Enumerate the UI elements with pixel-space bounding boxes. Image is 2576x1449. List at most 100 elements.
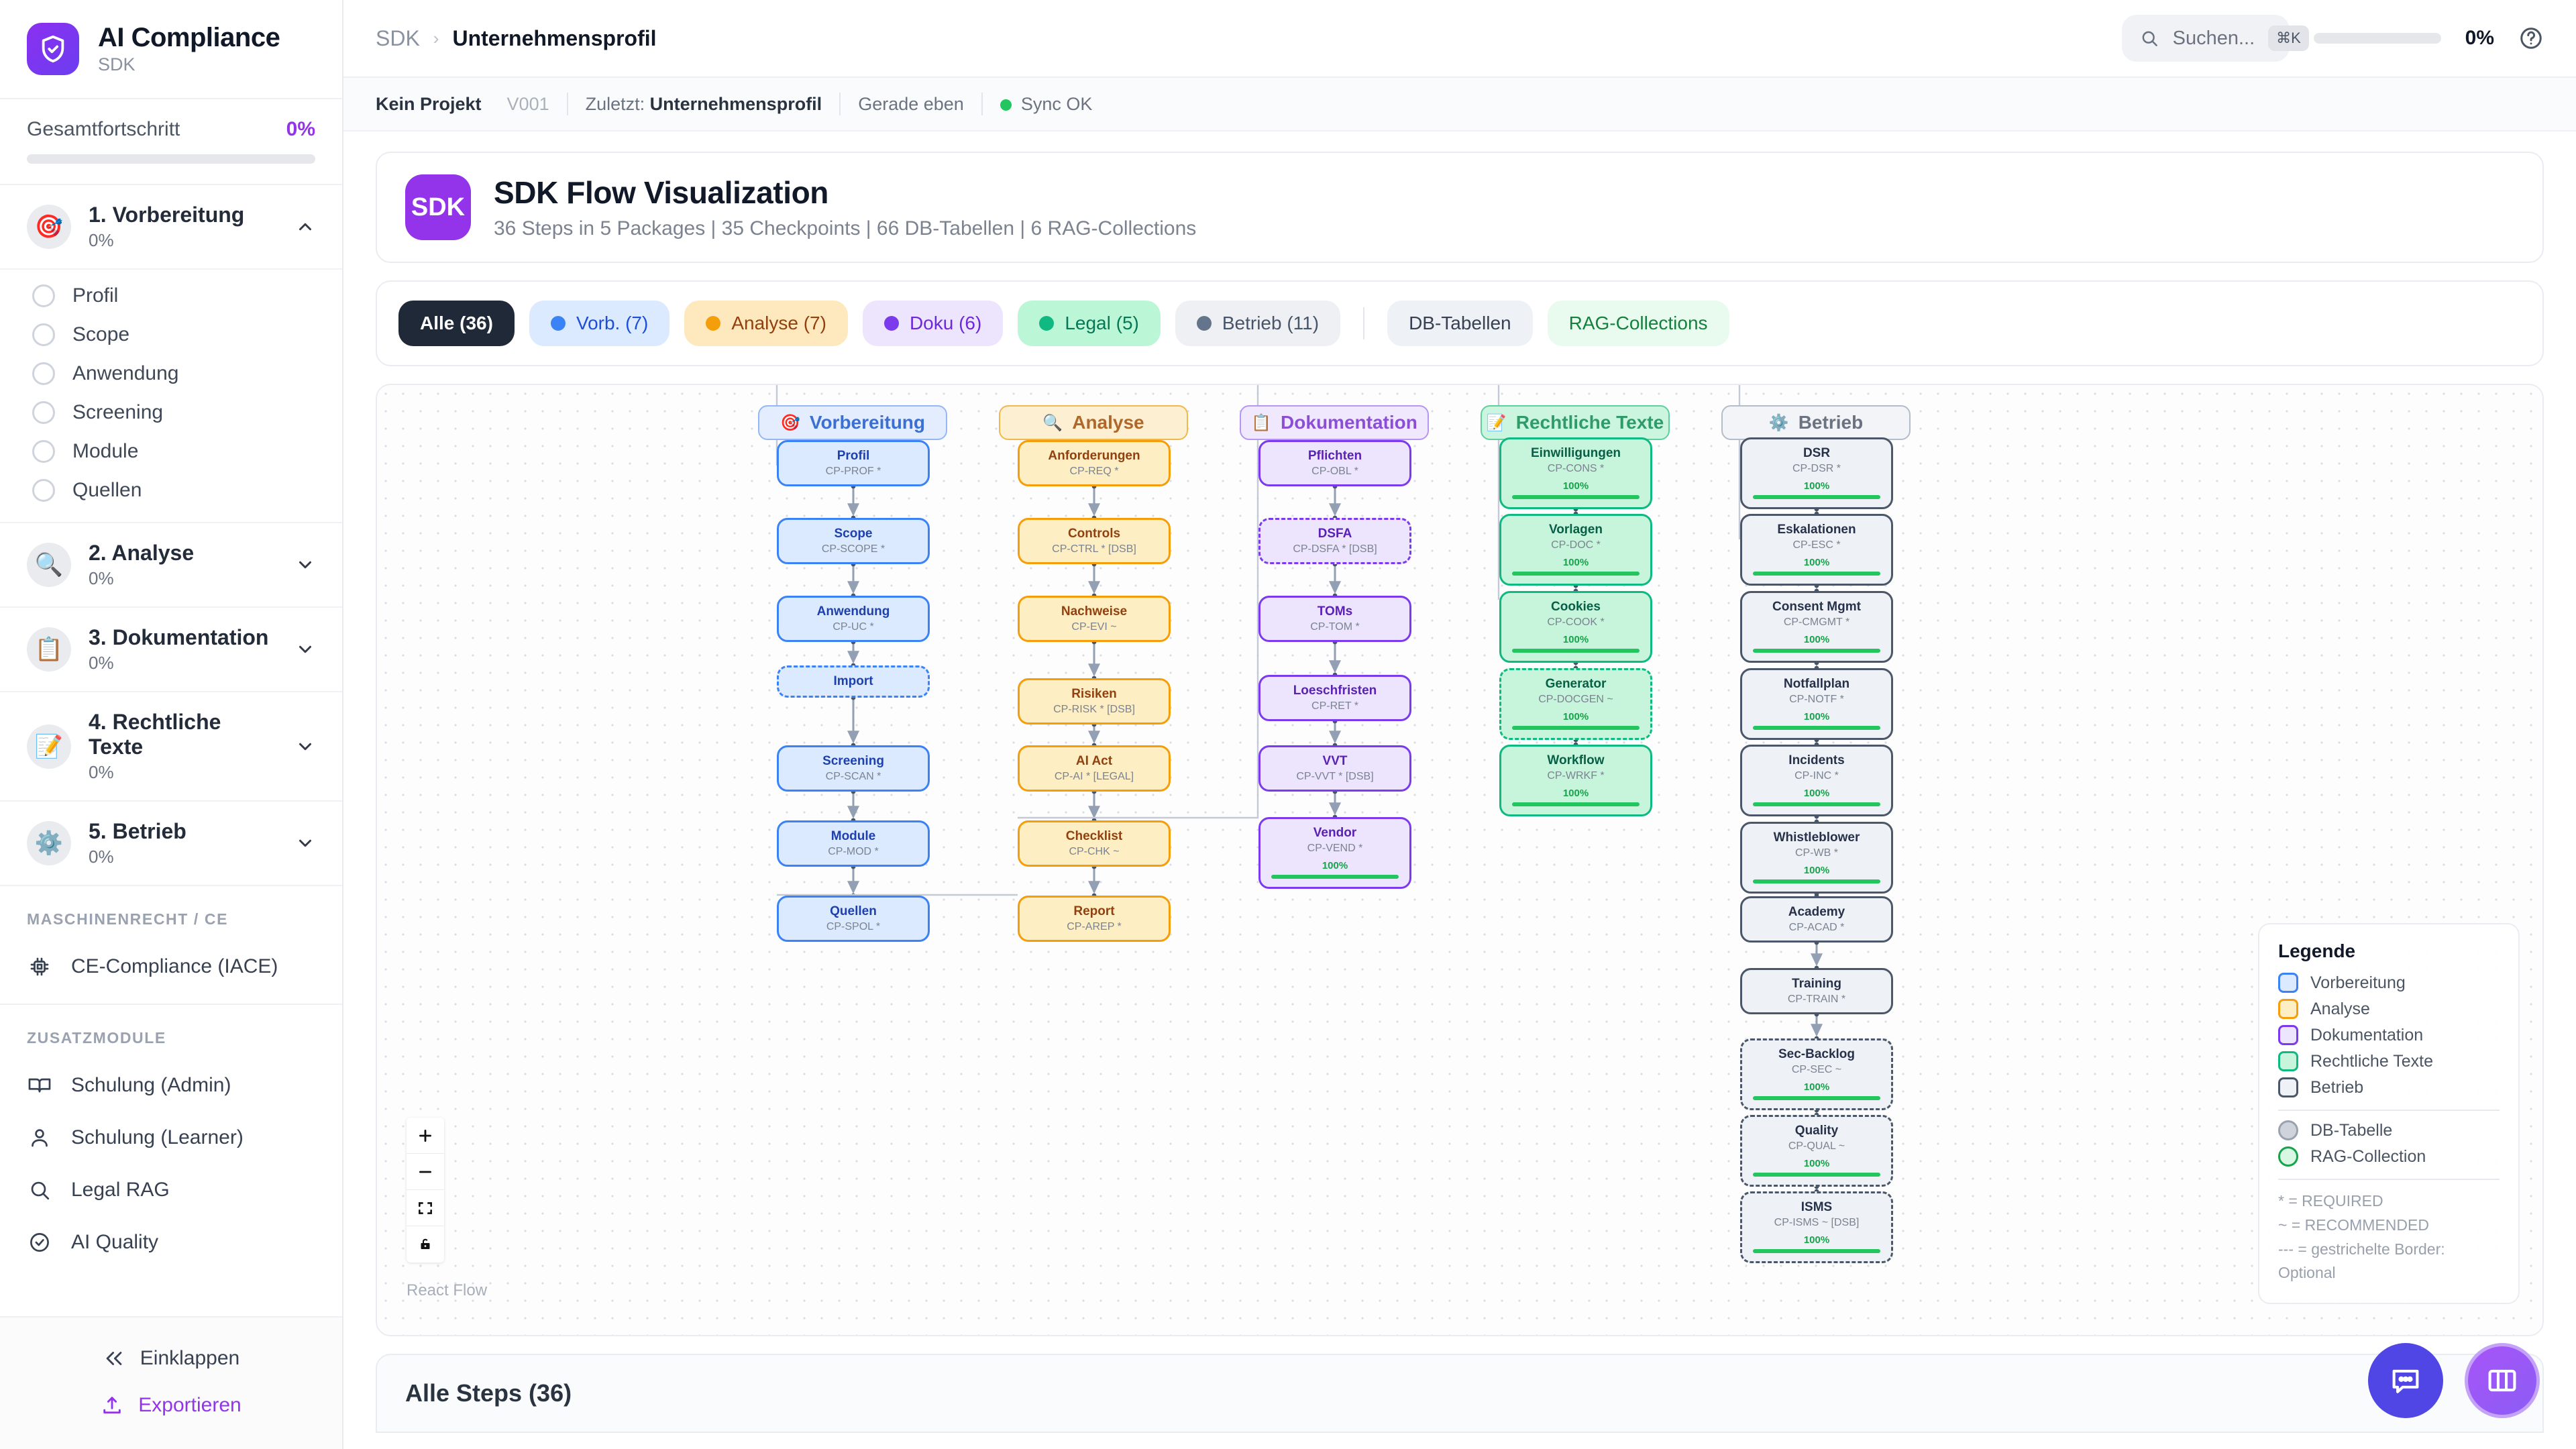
collapse-sidebar-button[interactable]: Einklappen xyxy=(0,1335,342,1382)
node-code: CP-SCOPE * xyxy=(821,543,885,555)
zoom-out-button[interactable] xyxy=(407,1154,444,1190)
sidebar-item-ce-compliance[interactable]: CE-Compliance (IACE) xyxy=(0,941,342,993)
node-code: CP-SEC ~ xyxy=(1791,1063,1842,1075)
lock-icon[interactable] xyxy=(407,1226,444,1263)
chevron-down-icon[interactable] xyxy=(295,833,315,853)
breadcrumb-root[interactable]: SDK xyxy=(376,25,420,50)
search-input[interactable]: Suchen... ⌘K xyxy=(2121,15,2309,62)
filter-chip-doku[interactable]: Doku (6) xyxy=(862,301,1004,346)
sidebar-phase-dokumentation[interactable]: 📋 3. Dokumentation 0% xyxy=(0,608,342,692)
zoom-in-button[interactable] xyxy=(407,1118,444,1154)
sidebar-item-profil[interactable]: Profil xyxy=(0,276,342,315)
chevron-down-icon[interactable] xyxy=(295,555,315,575)
sidebar-item-anwendung[interactable]: Anwendung xyxy=(0,354,342,393)
chip-icon xyxy=(27,954,52,979)
status-sync: Sync OK xyxy=(983,94,1110,115)
chevron-down-icon[interactable] xyxy=(295,737,315,757)
clipboard-icon: 📋 xyxy=(27,627,71,672)
sidebar-item-ai-quality[interactable]: AI Quality xyxy=(0,1216,342,1269)
node-progress-label: 100% xyxy=(1803,1081,1830,1093)
zoom-controls[interactable] xyxy=(407,1118,444,1263)
legend-row-rechtliche-texte: Rechtliche Texte xyxy=(2278,1051,2500,1072)
filter-chip-rag-collections[interactable]: RAG-Collections xyxy=(1547,301,1729,346)
sidebar-phase-analyse[interactable]: 🔍 2. Analyse 0% xyxy=(0,523,342,608)
filter-chip-analyse[interactable]: Analyse (7) xyxy=(684,301,848,346)
node-code: CP-COOK * xyxy=(1547,616,1605,628)
sidebar-item-quellen[interactable]: Quellen xyxy=(0,471,342,510)
filter-chip-alle[interactable]: Alle (36) xyxy=(398,301,515,346)
filter-chip-betrieb[interactable]: Betrieb (11) xyxy=(1175,301,1341,346)
chevron-down-icon[interactable] xyxy=(295,639,315,659)
filter-chip-db-tabellen[interactable]: DB-Tabellen xyxy=(1387,301,1533,346)
sidebar-item-label: Legal RAG xyxy=(71,1179,170,1201)
hero-meta: 36 Steps in 5 Packages | 35 Checkpoints … xyxy=(494,217,1197,239)
filter-chip-legal[interactable]: Legal (5) xyxy=(1018,301,1161,346)
sidebar-item-schulung-admin[interactable]: Schulung (Admin) xyxy=(0,1059,342,1112)
sidebar-phase-vorbereitung[interactable]: 🎯 1. Vorbereitung 0% xyxy=(0,185,342,270)
filter-chip-vorbereitung[interactable]: Vorb. (7) xyxy=(529,301,670,346)
export-button[interactable]: Exportieren xyxy=(0,1382,342,1429)
lane-header-dokumentation: 📋Dokumentation xyxy=(1240,405,1429,440)
lane-label: Betrieb xyxy=(1798,412,1864,433)
node-title: Nachweise xyxy=(1061,604,1128,619)
node-title: Sec-Backlog xyxy=(1778,1047,1856,1061)
sidebar-phase-betrieb[interactable]: ⚙️ 5. Betrieb 0% xyxy=(0,802,342,886)
sidebar-phase-rechtliche-texte[interactable]: 📝 4. Rechtliche Texte 0% xyxy=(0,692,342,802)
sidebar-item-schulung-learner[interactable]: Schulung (Learner) xyxy=(0,1112,342,1164)
sidebar-item-screening[interactable]: Screening xyxy=(0,393,342,432)
fit-view-icon[interactable] xyxy=(407,1190,444,1226)
node-title: Einwilligungen xyxy=(1530,446,1621,460)
node-title: VVT xyxy=(1322,754,1348,768)
sidebar-item-module[interactable]: Module xyxy=(0,432,342,471)
sidebar-item-scope[interactable]: Scope xyxy=(0,315,342,354)
help-circle-icon[interactable] xyxy=(2518,25,2544,51)
chat-fab[interactable] xyxy=(2368,1343,2443,1418)
node-title: Module xyxy=(830,829,876,843)
sidebar-item-legal-rag[interactable]: Legal RAG xyxy=(0,1164,342,1216)
flow-diagram[interactable]: 🎯Vorbereitung🔍Analyse📋Dokumentation📝Rech… xyxy=(376,384,2544,1336)
flow-node-import[interactable]: Import xyxy=(777,665,930,698)
chevron-up-icon[interactable] xyxy=(295,217,315,237)
sidebar-footer: Einklappen Exportieren xyxy=(0,1316,342,1449)
sidebar-phase-1-items: Profil Scope Anwendung Screening Module … xyxy=(0,270,342,523)
sidebar: AI Compliance SDK Gesamtfortschritt 0% 🎯… xyxy=(0,0,343,1449)
flow-canvas[interactable] xyxy=(377,385,2542,1335)
panel-fab[interactable] xyxy=(2465,1343,2540,1418)
